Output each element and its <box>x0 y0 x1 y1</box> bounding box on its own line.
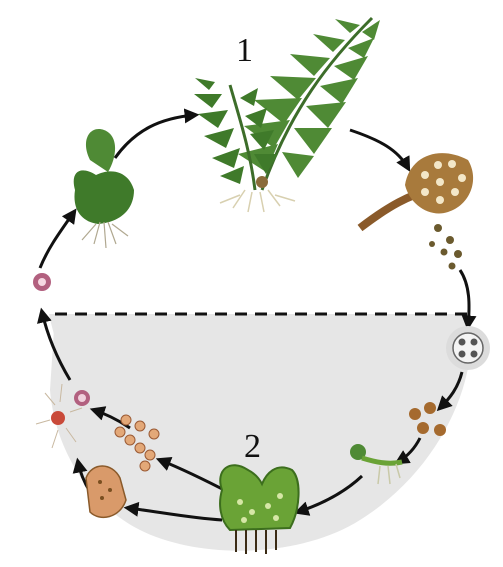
egg-cell-icon <box>35 383 83 449</box>
arrow-germination-to-prothallus <box>293 474 364 516</box>
young-sporophyte-icon <box>73 129 134 249</box>
sperm-cell-icon <box>74 390 90 406</box>
germinating-protonema-icon <box>350 444 403 485</box>
arrow-young-to-adult <box>113 108 200 159</box>
archegonium-icon <box>85 465 127 519</box>
haploid-region <box>49 314 472 551</box>
arrow-tetrad-to-spores <box>436 371 464 412</box>
spore-tetrad-icon <box>446 326 490 370</box>
arrow-spores-to-tetrad <box>458 269 477 331</box>
germinating-spores-icon <box>409 402 446 436</box>
phase-label-gametophyte: 2 <box>244 428 261 465</box>
spores-icon <box>429 224 462 270</box>
antheridium-icon <box>114 414 160 472</box>
arrow-gametes-to-zygote <box>37 307 72 381</box>
sporangium-icon <box>357 153 474 232</box>
phase-label-sporophyte: 1 <box>236 32 253 69</box>
arrow-prothallus-to-archegonium <box>123 501 223 522</box>
arrow-zygote-to-young <box>38 208 77 269</box>
prothallus-gametophyte-icon <box>219 464 300 554</box>
fern-sporophyte-icon <box>194 16 380 213</box>
arrow-adult-to-sporangium <box>349 128 411 172</box>
arrow-antheridium-to-sperm <box>89 406 131 430</box>
zygote-icon <box>33 273 51 291</box>
